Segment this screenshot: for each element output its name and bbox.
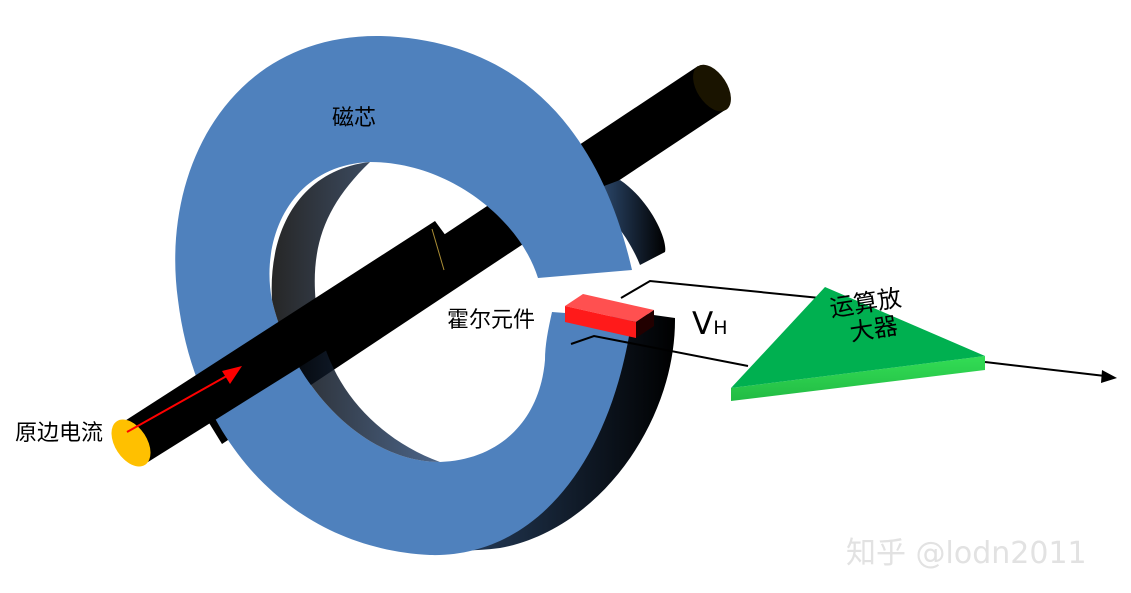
vh-main: V (692, 306, 714, 342)
hall-signal-wires (570, 279, 831, 367)
core-label: 磁芯 (332, 106, 377, 131)
core-lower-side (330, 312, 676, 551)
vh-label: VH (692, 306, 728, 342)
hall-element-label: 霍尔元件 (447, 308, 536, 333)
core-face (175, 35, 632, 556)
core-hole-inner-wall (271, 162, 440, 462)
current-arrow (126, 366, 242, 433)
op-amp (731, 287, 985, 401)
output-arrow (984, 361, 1117, 383)
primary-conductor-front (111, 221, 466, 467)
magnetic-core (175, 35, 676, 556)
primary-current-label: 原边电流 (15, 421, 104, 446)
vh-subscript: H (713, 317, 728, 339)
hall-element (565, 294, 654, 338)
opamp-label: 运算放 大器 (828, 284, 908, 350)
watermark: 知乎 @lodn2011 (846, 536, 1087, 571)
